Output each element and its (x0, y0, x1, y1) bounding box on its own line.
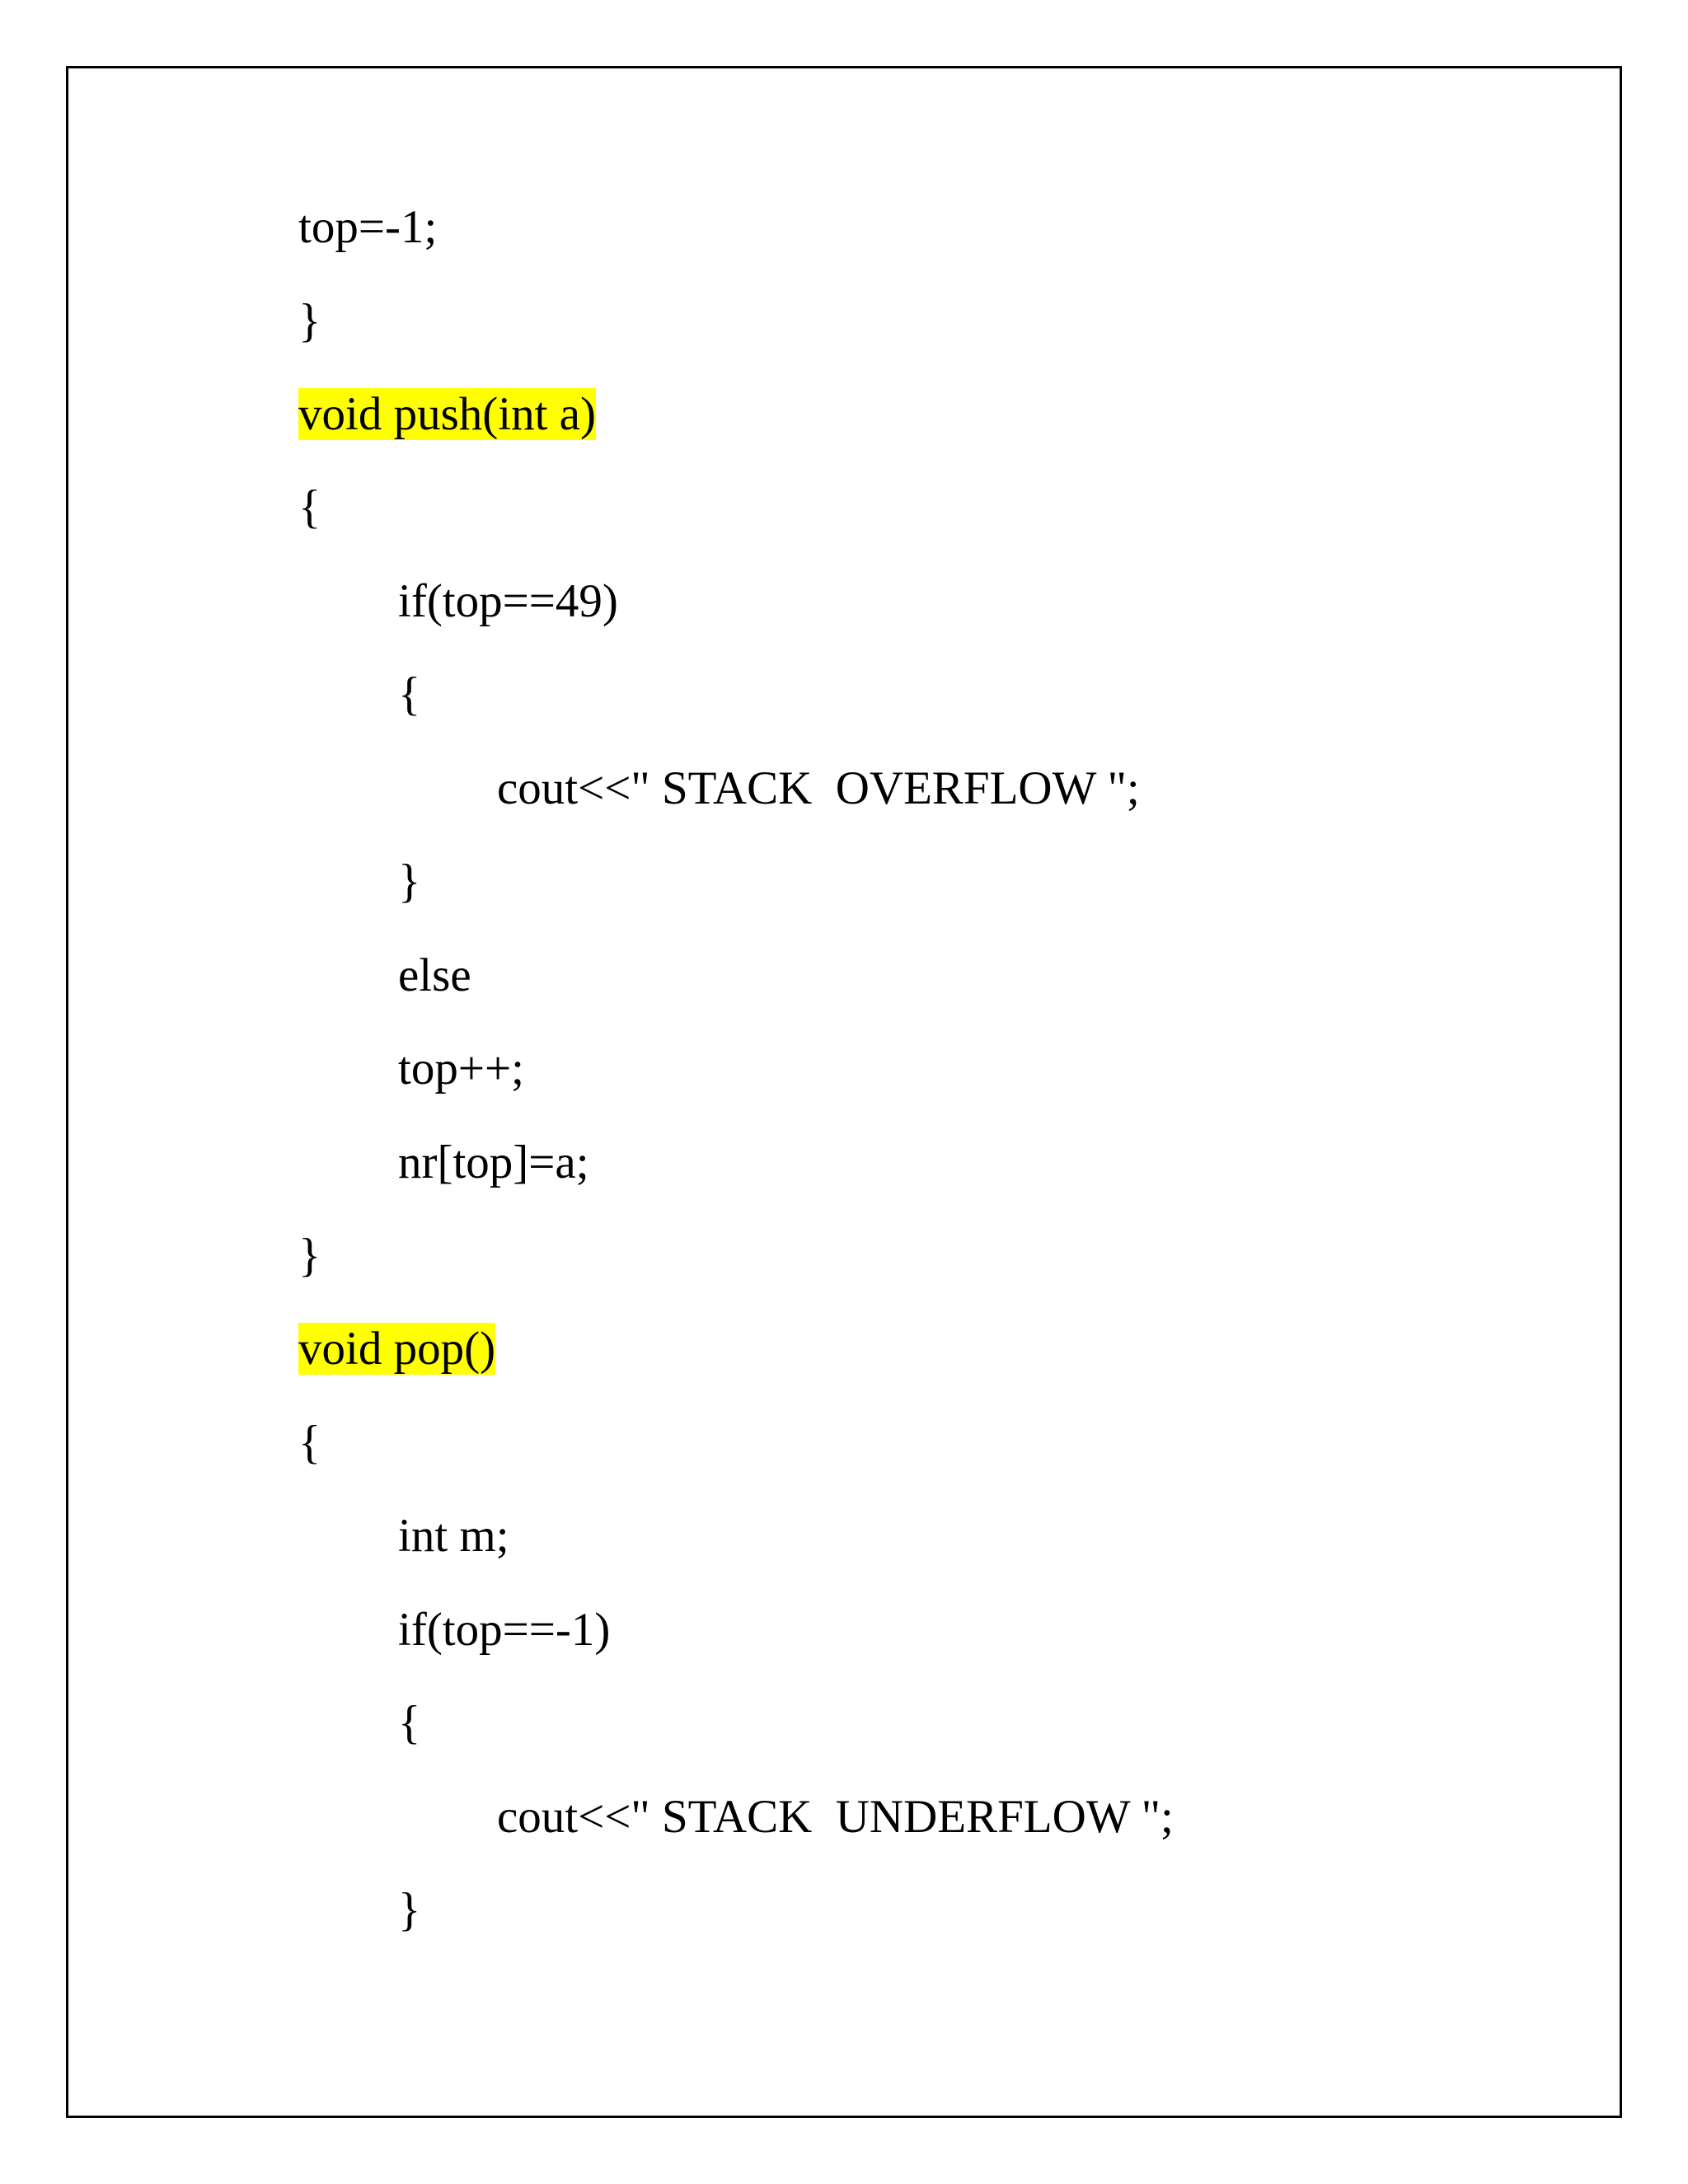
code-line-push-signature: void push(int a) (298, 387, 596, 442)
code-text: { (398, 1697, 421, 1749)
code-text: else (398, 949, 471, 1001)
code-text: if(top==49) (398, 575, 618, 627)
highlighted-code-text: void pop() (298, 1323, 496, 1375)
code-line-if-underflow: if(top==-1) (398, 1603, 610, 1657)
code-text: } (298, 295, 321, 347)
code-line-open-brace: { (398, 1696, 420, 1750)
code-line-close-brace: } (298, 294, 321, 349)
code-text: nr[top]=a; (398, 1137, 589, 1188)
code-text: int m; (398, 1510, 509, 1562)
code-line-array-assign: nr[top]=a; (398, 1136, 589, 1190)
code-text: } (298, 1230, 321, 1282)
code-line-cout-underflow: cout<<" STACK UNDERFLOW "; (497, 1790, 1174, 1844)
code-line-else: else (398, 949, 471, 1003)
code-line-if-overflow: if(top==49) (398, 574, 618, 629)
code-line-top-increment: top++; (398, 1042, 524, 1096)
highlighted-code-text: void push(int a) (298, 388, 596, 440)
code-line-pop-signature: void pop() (298, 1322, 496, 1376)
code-text: } (398, 855, 421, 907)
code-line-open-brace: { (298, 1416, 321, 1470)
code-text: if(top==-1) (398, 1604, 611, 1656)
code-text: { (298, 1417, 321, 1469)
code-line-cout-overflow: cout<<" STACK OVERFLOW "; (497, 762, 1140, 816)
code-line-close-brace: } (298, 1229, 321, 1283)
code-line-open-brace: { (398, 668, 420, 722)
code-text: } (398, 1884, 421, 1936)
code-line-top-init: top=-1; (298, 200, 437, 255)
code-text: cout<<" STACK OVERFLOW "; (497, 762, 1140, 814)
code-line-close-brace: } (398, 855, 420, 909)
code-text: cout<<" STACK UNDERFLOW "; (497, 1791, 1174, 1843)
code-text: { (398, 668, 421, 720)
code-line-close-brace: } (398, 1883, 420, 1938)
code-text: top++; (398, 1043, 524, 1094)
code-text: { (298, 481, 321, 533)
code-line-int-declaration: int m; (398, 1509, 509, 1563)
code-text: top=-1; (298, 201, 438, 253)
code-line-open-brace: { (298, 480, 321, 535)
